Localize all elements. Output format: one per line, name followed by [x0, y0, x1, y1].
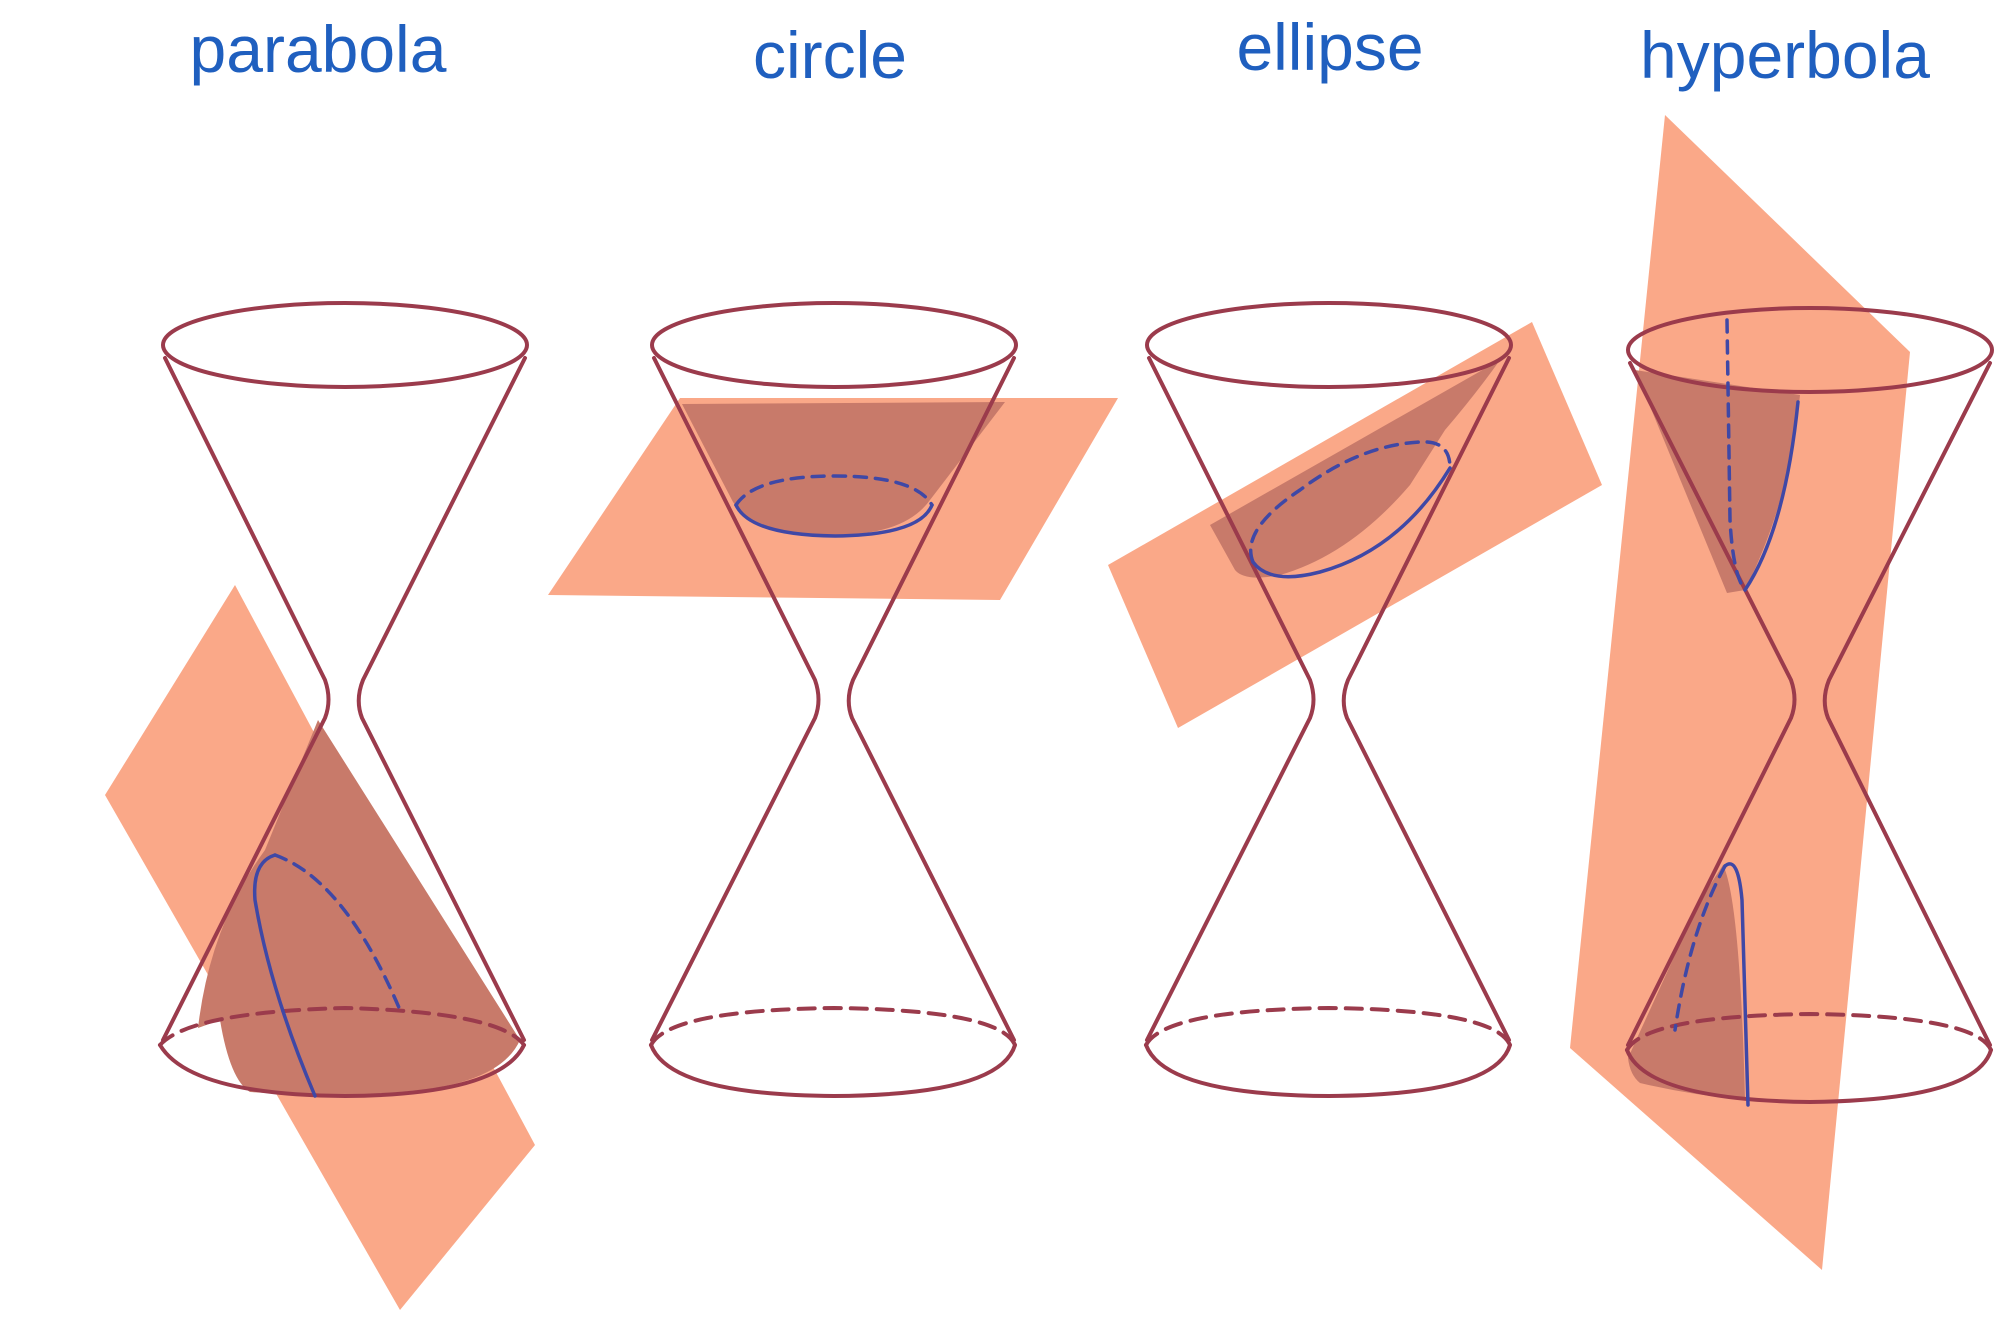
circle-cone	[649, 301, 1018, 1098]
ellipse-curve-front	[1251, 466, 1452, 579]
hyperbola-upper-branch-back	[1725, 318, 1747, 592]
circle-curve-back	[734, 474, 934, 507]
hyperbola-cone	[1625, 306, 1994, 1104]
parabola-cone-right-side	[356, 356, 527, 1042]
hyperbola-upper-branch-front	[1743, 400, 1800, 592]
hyperbola-lower-branch-front	[1723, 862, 1750, 1107]
ellipse-cone	[1144, 301, 1513, 1098]
hyperbola-lower-intersection-shade	[1628, 865, 1745, 1100]
ellipse-cone-bottom-rim-back	[1144, 1006, 1512, 1047]
ellipse-panel	[1108, 301, 1602, 1098]
parabola-curve-front	[252, 853, 317, 1098]
ellipse-cone-right-side	[1341, 356, 1511, 1042]
circle-curve-front	[734, 503, 934, 538]
parabola-title: parabola	[190, 12, 447, 86]
hyperbola-cone-top-rim	[1626, 306, 1994, 394]
hyperbola-panel	[1570, 115, 1994, 1270]
parabola-cone-left-side	[161, 356, 331, 1042]
hyperbola-cone-bottom-rim-back	[1625, 1012, 1993, 1052]
hyperbola-title: hyperbola	[1640, 18, 1930, 92]
ellipse-title: ellipse	[1236, 10, 1423, 84]
ellipse-plane-intersection-shade	[1210, 360, 1500, 578]
parabola-cone	[158, 301, 529, 1098]
parabola-cone-top-rim	[161, 301, 529, 389]
hyperbola-upper-intersection-shade	[1635, 370, 1800, 593]
ellipse-cone-top-rim	[1145, 301, 1513, 389]
circle-panel	[548, 301, 1118, 1098]
parabola-cone-bottom-rim-front	[158, 1043, 526, 1098]
ellipse-cone-left-side	[1145, 356, 1316, 1042]
circle-cone-top-rim	[650, 301, 1018, 389]
hyperbola-cone-bottom-rim-front	[1625, 1048, 1993, 1104]
circle-cone-right-side	[846, 356, 1016, 1042]
ellipse-cone-bottom-rim-front	[1144, 1043, 1512, 1098]
parabola-curve-back	[273, 853, 402, 1012]
circle-cone-left-side	[650, 356, 821, 1042]
hyperbola-cone-right-side	[1822, 361, 1992, 1047]
circle-cone-bottom-rim-front	[649, 1043, 1017, 1098]
hyperbola-lower-branch-back	[1673, 864, 1727, 1032]
circle-plane-intersection-shade	[682, 402, 1005, 535]
parabola-panel	[105, 301, 535, 1310]
hyperbola-cone-left-side	[1626, 361, 1797, 1047]
ellipse-curve-back	[1248, 440, 1452, 564]
parabola-cone-bottom-rim-back	[158, 1006, 526, 1047]
circle-title: circle	[753, 18, 907, 92]
circle-cone-bottom-rim-back	[649, 1006, 1017, 1047]
